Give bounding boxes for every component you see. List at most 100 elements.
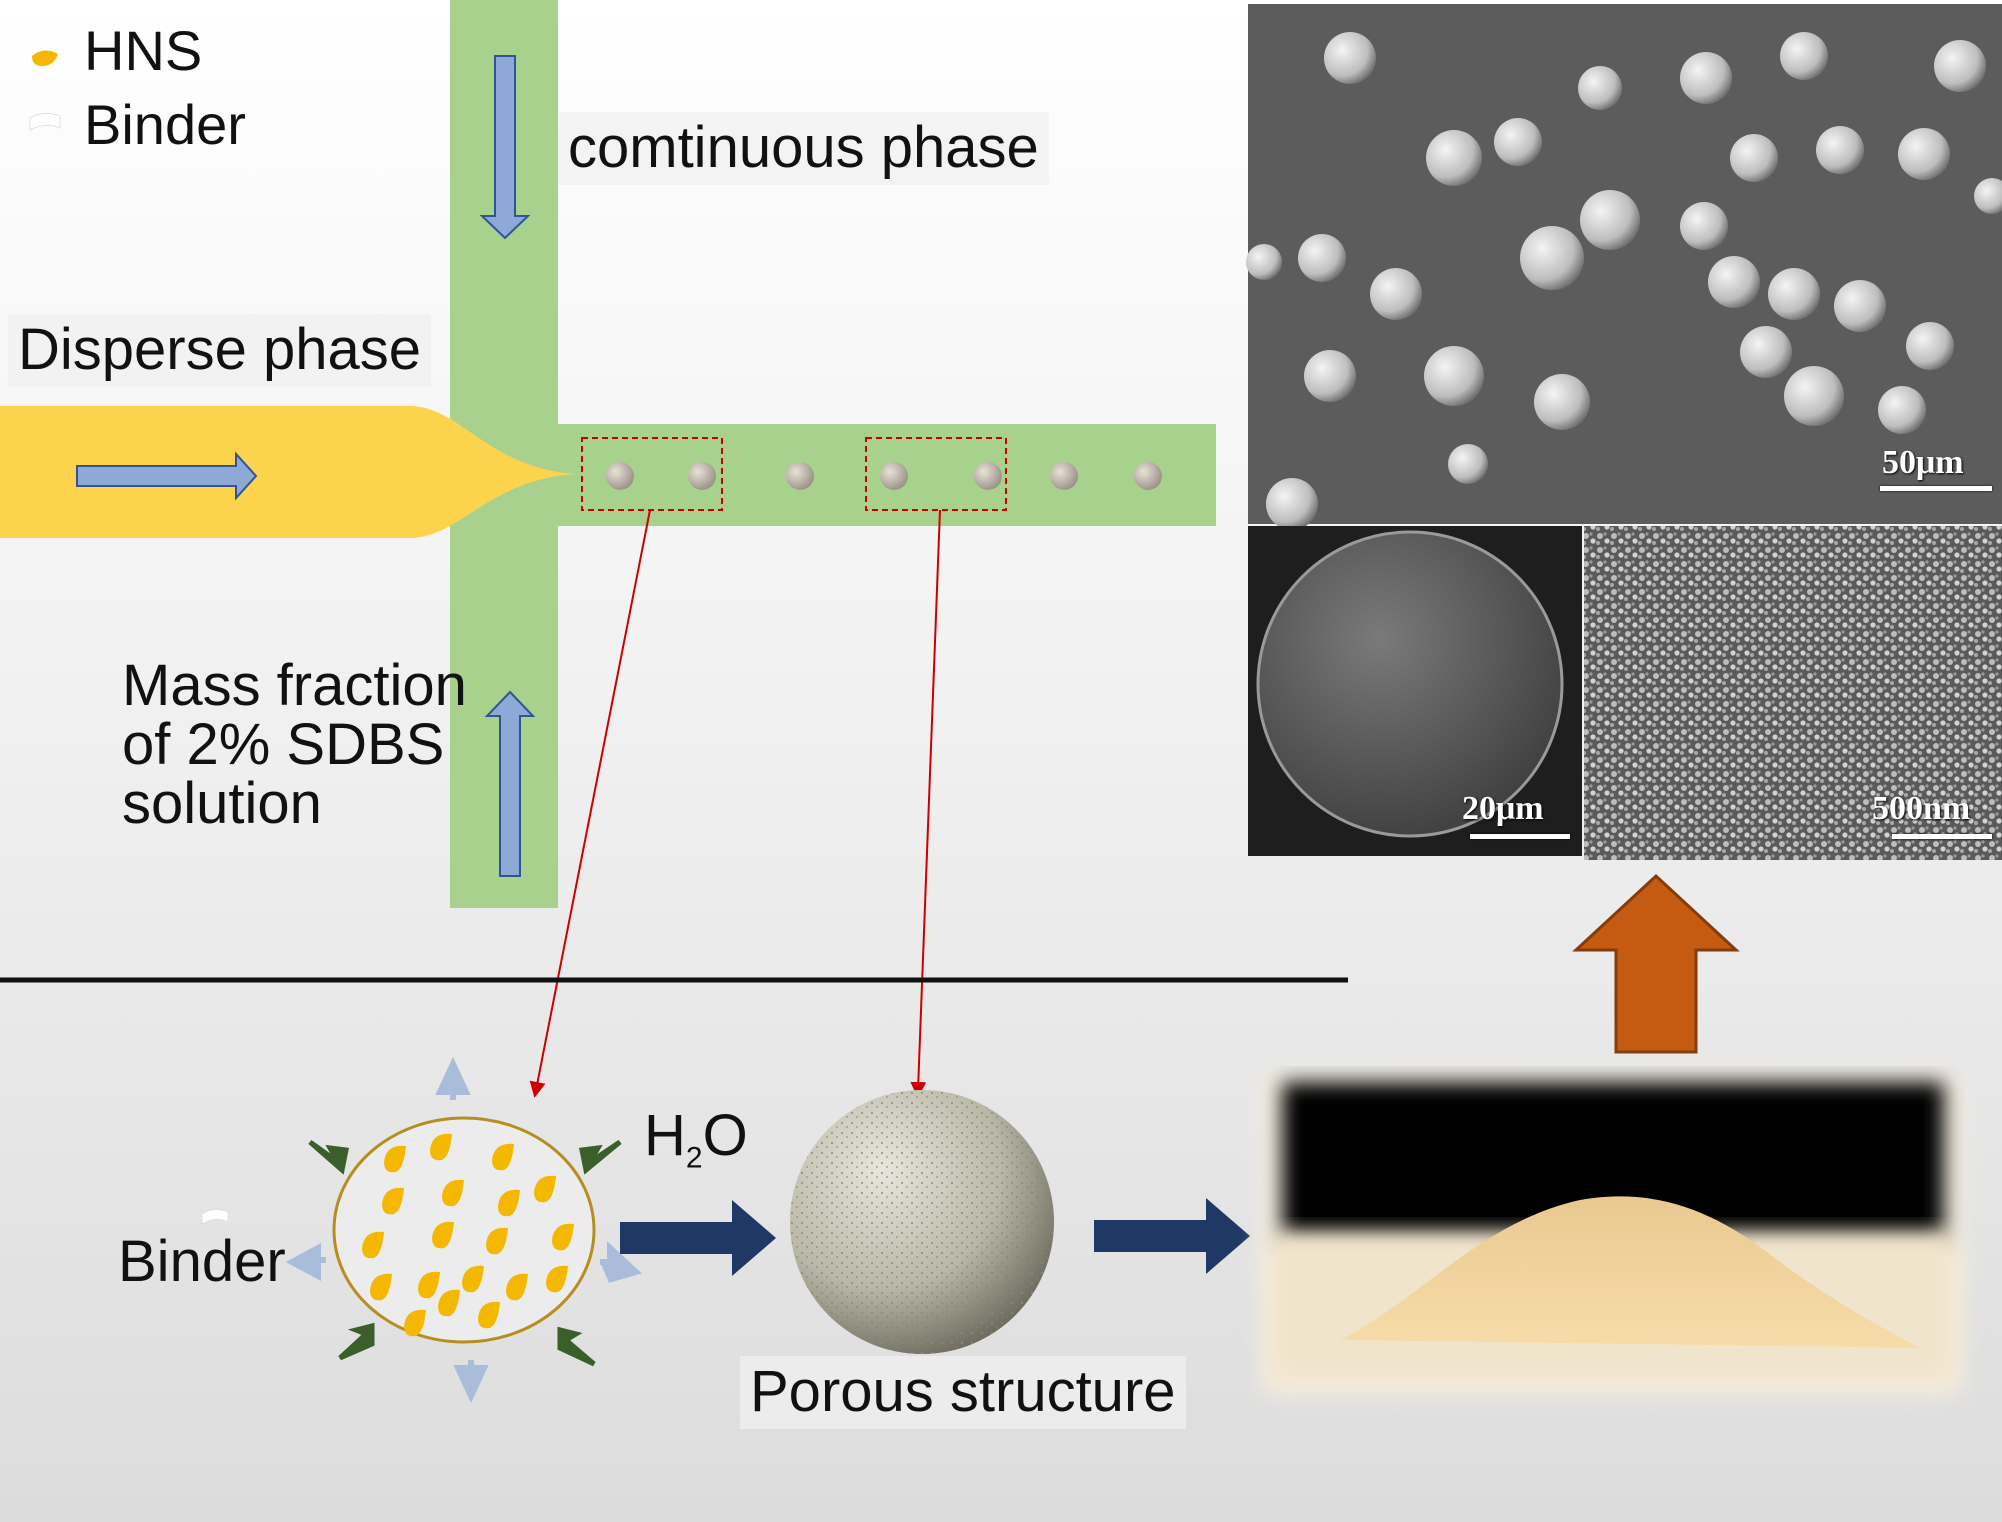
- sem-microsphere: [1768, 268, 1820, 320]
- diffusion-arrow-icon: [600, 1241, 642, 1283]
- hns-particle: [382, 1187, 404, 1215]
- droplet-outline: [332, 1116, 596, 1344]
- sem-microsphere: [1426, 130, 1482, 186]
- process-arrow-icon: [620, 1200, 776, 1276]
- porous-sphere-texture: [790, 1090, 1054, 1354]
- compression-arrow-icon: [338, 1322, 375, 1361]
- legend-binder-label: Binder: [84, 93, 246, 156]
- binder-icon: [201, 1208, 229, 1225]
- up-arrow-icon: [1572, 873, 1740, 1054]
- droplet-schematic: [201, 1056, 642, 1404]
- sem-microsphere: [1834, 280, 1886, 332]
- diffusion-arrow-icon: [285, 1242, 326, 1282]
- sem-surface-image: [1584, 526, 2002, 860]
- flow-arrow-up-icon: [484, 690, 536, 877]
- droplet-highlight-box: [865, 437, 1007, 511]
- sem-microsphere: [1816, 126, 1864, 174]
- droplets: [581, 437, 1162, 511]
- sem-microsphere: [1906, 322, 1954, 370]
- hns-particle: [478, 1301, 500, 1329]
- sem-microsphere: [1730, 134, 1778, 182]
- sem-top-image: [1246, 4, 2002, 530]
- hns-particle: [492, 1143, 514, 1171]
- flow-arrow-right-icon: [76, 451, 258, 501]
- sem-microsphere: [1424, 346, 1484, 406]
- compression-arrow-icon: [579, 1139, 622, 1175]
- compression-arrow-icon: [557, 1326, 596, 1367]
- hns-particle: [432, 1221, 454, 1249]
- sem-microsphere: [1580, 190, 1640, 250]
- sem-microsphere: [1740, 326, 1792, 378]
- sem-microsphere: [1578, 66, 1622, 110]
- sem-right-scale-bar: [1892, 834, 1992, 839]
- hns-particle: [384, 1145, 406, 1173]
- connector-line: [529, 509, 651, 1098]
- sem-microsphere: [1266, 478, 1318, 530]
- sem-single-sphere-image: [1248, 526, 1582, 856]
- sdbs-solution-label: Mass fraction of 2% SDBS solution: [122, 656, 467, 837]
- porous-structure-label: Porous structure: [740, 1356, 1186, 1429]
- sem-microsphere: [1680, 52, 1732, 104]
- hns-legend-icon: [32, 50, 58, 66]
- powder-pile: [1340, 1196, 1920, 1348]
- water-label: H2O: [644, 1103, 748, 1175]
- disperse-phase-stream: [0, 406, 578, 538]
- hns-particle: [370, 1273, 392, 1301]
- sem-left-scale-bar: [1470, 834, 1570, 839]
- droplet: [786, 462, 814, 490]
- sem-left-scale-label: 20μm: [1462, 790, 1544, 827]
- connector-line: [910, 509, 941, 1098]
- droplet: [974, 462, 1002, 490]
- hns-particle: [546, 1265, 568, 1293]
- droplet: [606, 462, 634, 490]
- compression-arrow-icon: [308, 1139, 349, 1175]
- process-arrows: [620, 873, 1740, 1276]
- hns-particle: [506, 1273, 528, 1301]
- hns-particle: [418, 1271, 440, 1299]
- disperse-phase-label: Disperse phase: [8, 314, 431, 387]
- sem-microsphere: [1298, 234, 1346, 282]
- process-arrow-icon: [1094, 1198, 1250, 1274]
- droplet: [1134, 462, 1162, 490]
- hns-particle: [534, 1175, 556, 1203]
- hns-particle: [486, 1227, 508, 1255]
- sem-microsphere: [1878, 386, 1926, 434]
- sem-microsphere: [1974, 178, 2002, 214]
- hns-particle: [438, 1289, 460, 1317]
- sdbs-line-3: solution: [122, 771, 322, 837]
- hns-particle: [552, 1223, 574, 1251]
- sem-microsphere: [1494, 118, 1542, 166]
- diffusion-arrow-icon: [453, 1360, 489, 1404]
- sem-microsphere: [1898, 128, 1950, 180]
- porous-sphere: [790, 1090, 1054, 1354]
- hns-particle: [404, 1309, 426, 1337]
- sem-single-sphere: [1256, 530, 1564, 838]
- sem-microsphere: [1370, 268, 1422, 320]
- hns-particle: [462, 1265, 484, 1293]
- sdbs-line-2: of 2% SDBS: [122, 712, 445, 778]
- sem-top-background: [1248, 4, 2002, 524]
- sem-top-scale-label: 50μm: [1882, 444, 1964, 481]
- droplet: [688, 462, 716, 490]
- hns-particle: [430, 1133, 452, 1161]
- sem-top-scale-bar: [1880, 486, 1992, 491]
- sem-microsphere: [1534, 374, 1590, 430]
- hns-particles: [362, 1133, 574, 1337]
- flow-arrows: [76, 55, 536, 877]
- sem-microsphere: [1780, 32, 1828, 80]
- water-o: O: [702, 1103, 748, 1168]
- droplet: [1050, 462, 1078, 490]
- sem-right-scale-label: 500nm: [1872, 790, 1971, 827]
- hns-particle: [362, 1231, 384, 1259]
- connector-lines: [529, 509, 941, 1098]
- sem-surface-pores: [1584, 526, 2002, 860]
- sem-microspheres: [1246, 32, 2002, 530]
- binder-legend-icon: [29, 112, 61, 131]
- droplet: [880, 462, 908, 490]
- continuous-phase-label: comtinuous phase: [558, 112, 1049, 185]
- sem-microsphere: [1304, 350, 1356, 402]
- legend: [29, 50, 61, 131]
- sem-microsphere: [1680, 202, 1728, 250]
- sem-microsphere: [1448, 444, 1488, 484]
